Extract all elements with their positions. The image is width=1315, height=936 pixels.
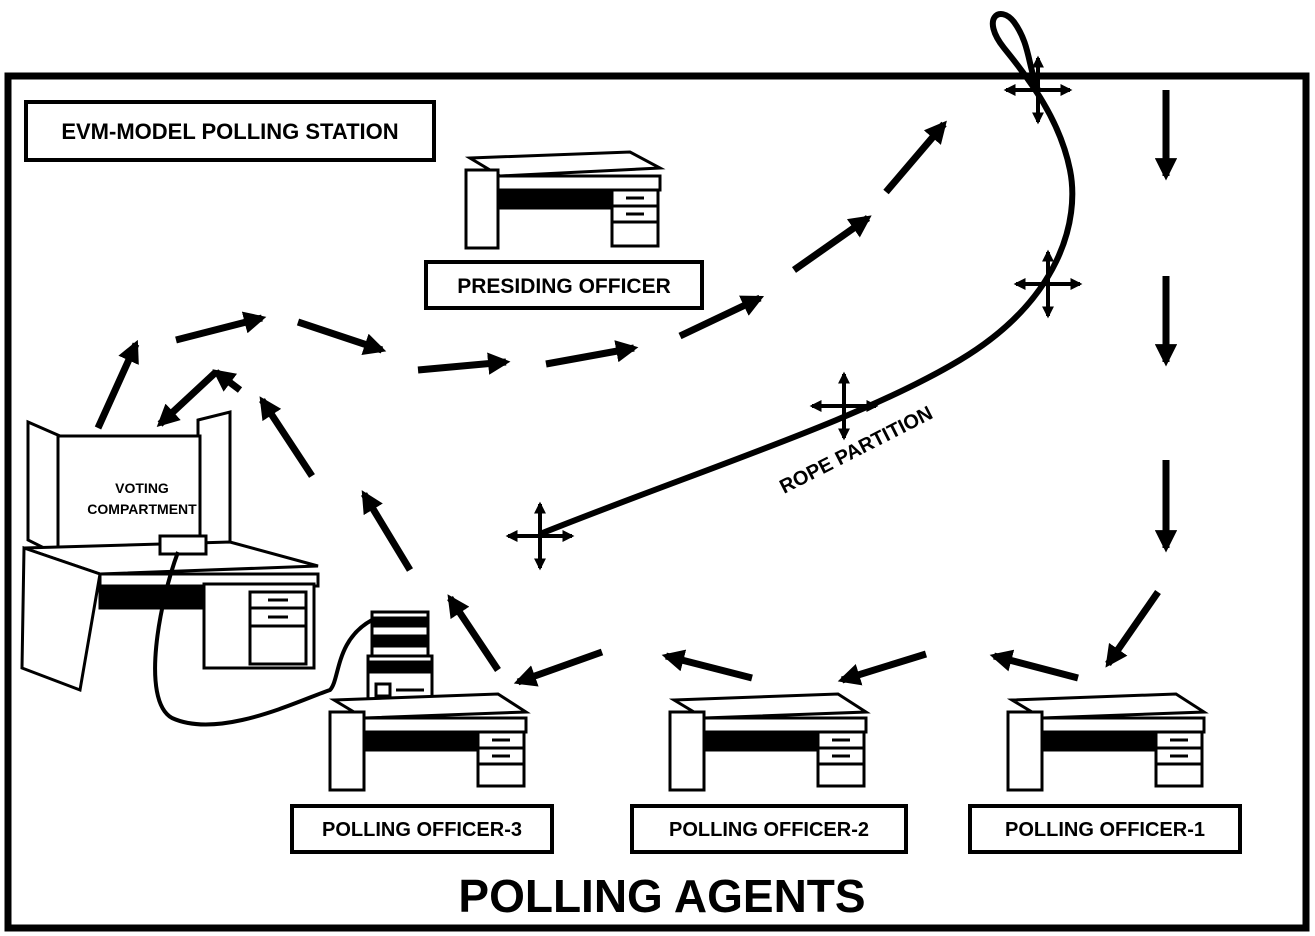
flow-arrow <box>447 594 501 672</box>
polling-officer-2-label-box: POLLING OFFICER-2 <box>630 804 908 854</box>
flow-arrow <box>883 120 947 195</box>
flow-arrow <box>259 396 315 478</box>
rope-stand-3 <box>1013 249 1083 319</box>
flow-arrow <box>837 650 928 686</box>
flow-arrow <box>175 311 267 344</box>
flow-arrow <box>1105 590 1161 668</box>
rope-stand-2 <box>809 371 879 441</box>
evm-control-unit <box>366 610 434 704</box>
flow-arrow <box>212 369 243 393</box>
polling-officer-2-desk <box>668 692 871 792</box>
polling-officer-1-desk <box>1006 692 1209 792</box>
flow-arrow <box>296 318 387 355</box>
polling-officer-1-label-box: POLLING OFFICER-1 <box>968 804 1242 854</box>
presiding-officer-desk <box>464 150 666 250</box>
flow-arrow <box>94 339 140 430</box>
flow-arrow <box>661 649 753 682</box>
flow-arrow <box>545 340 639 368</box>
flow-arrow <box>361 490 413 572</box>
flow-arrow <box>678 294 765 340</box>
polling-officer-3-desk <box>328 692 531 792</box>
voter-flow-arrows <box>94 90 1178 687</box>
flow-arrow <box>989 649 1079 682</box>
polling-officer-2-label: POLLING OFFICER-2 <box>669 819 869 841</box>
voting-compartment-line2: COMPARTMENT <box>87 501 197 517</box>
presiding-officer-label-box: PRESIDING OFFICER <box>424 260 704 310</box>
voting-compartment <box>20 410 320 693</box>
polling-officer-3-label: POLLING OFFICER-3 <box>322 819 522 841</box>
station-title: EVM-MODEL POLLING STATION <box>61 119 398 144</box>
voting-compartment-line1: VOTING <box>115 480 169 496</box>
evm-cable <box>153 551 373 727</box>
polling-agents-label: POLLING AGENTS <box>458 870 865 922</box>
rope-partition-label: ROPE PARTITION <box>776 402 936 498</box>
flow-arrow <box>513 648 604 687</box>
rope-partition <box>538 11 1076 537</box>
rope-stand-1 <box>505 501 575 571</box>
flow-arrow <box>417 352 511 375</box>
presiding-officer-label: PRESIDING OFFICER <box>457 275 671 298</box>
flow-arrow <box>156 369 219 428</box>
flow-arrow <box>791 215 872 273</box>
station-title-box: EVM-MODEL POLLING STATION <box>24 100 436 162</box>
polling-officer-3-label-box: POLLING OFFICER-3 <box>290 804 554 854</box>
polling-officer-1-label: POLLING OFFICER-1 <box>1005 819 1205 841</box>
room-boundary <box>4 72 1310 932</box>
rope-stand-4 <box>1003 55 1073 125</box>
